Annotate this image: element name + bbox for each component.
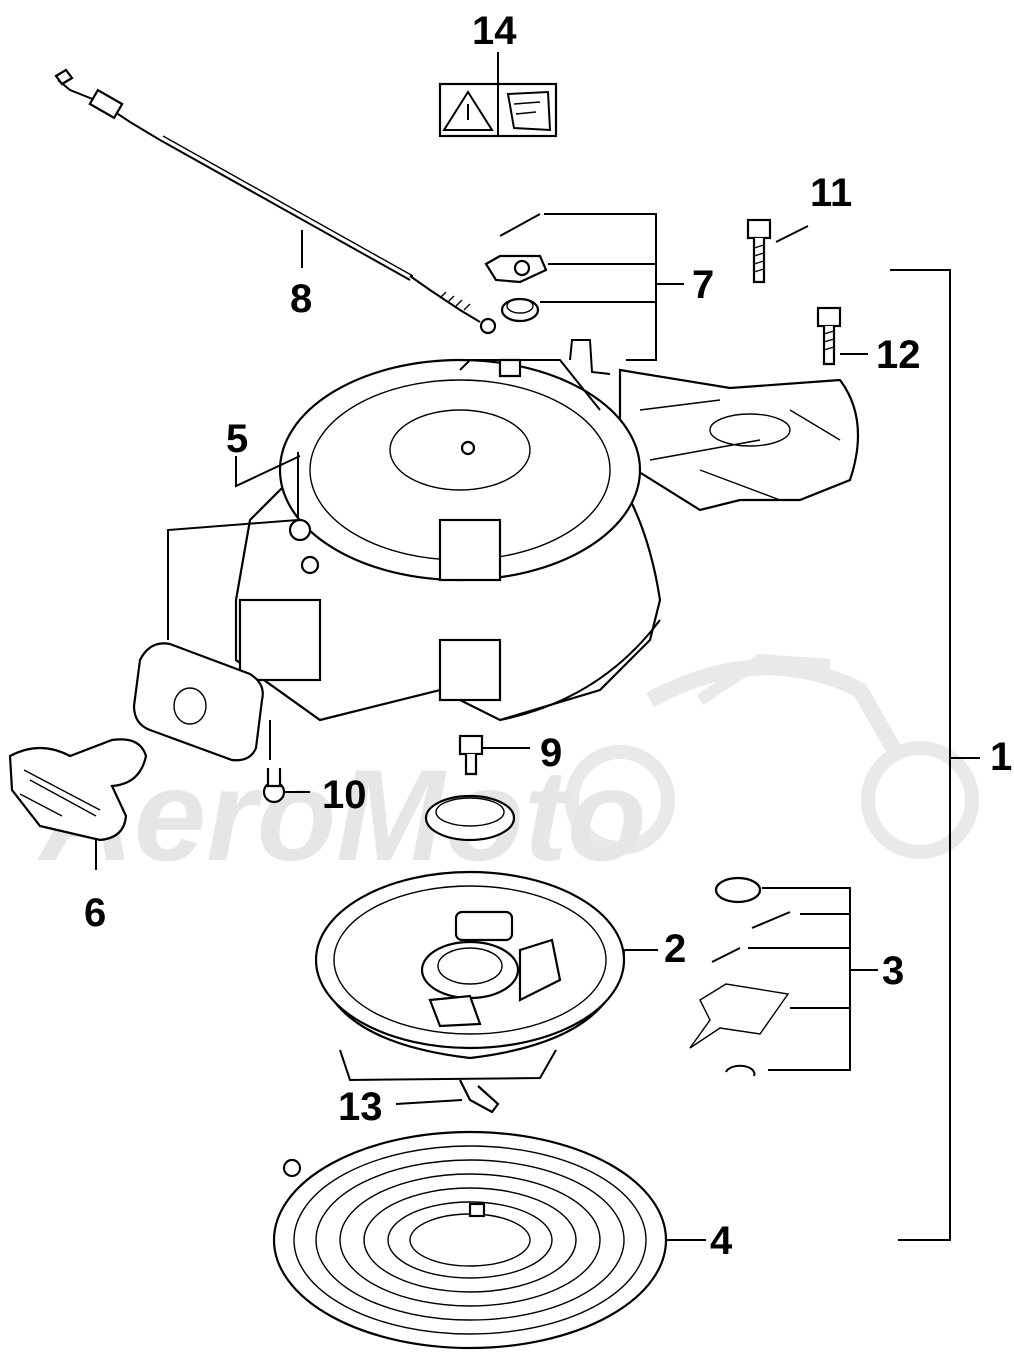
callout-7: 7 [692, 263, 714, 307]
callout-8: 8 [290, 277, 312, 321]
pulley-cap-part [424, 794, 516, 842]
recoil-spring-part [272, 1130, 706, 1350]
linkage-parts-group [484, 213, 684, 361]
cover-part [132, 452, 301, 762]
motorcycle-watermark-icon [565, 653, 979, 859]
bolt-part-9 [458, 734, 530, 776]
callout-4: 4 [710, 1219, 733, 1263]
callout-12: 12 [876, 333, 921, 377]
callout-2: 2 [664, 927, 686, 971]
callout-10: 10 [322, 773, 367, 817]
callout-1: 1 [990, 735, 1012, 779]
handle-part [8, 738, 148, 870]
warning-label-part [438, 52, 558, 138]
callout-5: 5 [226, 417, 248, 461]
starter-housing-part [234, 339, 860, 722]
bolt-part-11 [746, 218, 809, 284]
callout-6: 6 [84, 891, 106, 935]
screw-part-10 [262, 768, 310, 804]
hand-caution-icon [506, 90, 552, 132]
callout-9: 9 [540, 731, 562, 775]
rope-part [395, 1079, 500, 1114]
assembly-bracket [890, 269, 980, 1241]
bolt-part-12 [816, 306, 868, 366]
callout-14: 14 [472, 9, 517, 53]
callout-11: 11 [810, 171, 852, 215]
callout-labels: 1 2 3 4 5 6 7 8 9 10 11 12 13 14 [84, 9, 1012, 1263]
callout-3: 3 [882, 949, 904, 993]
spring-clip-parts-group [689, 876, 878, 1077]
pulley-part [314, 870, 658, 1082]
cable-part [54, 68, 497, 335]
warning-triangle-icon [442, 90, 494, 131]
callout-13: 13 [338, 1085, 383, 1129]
